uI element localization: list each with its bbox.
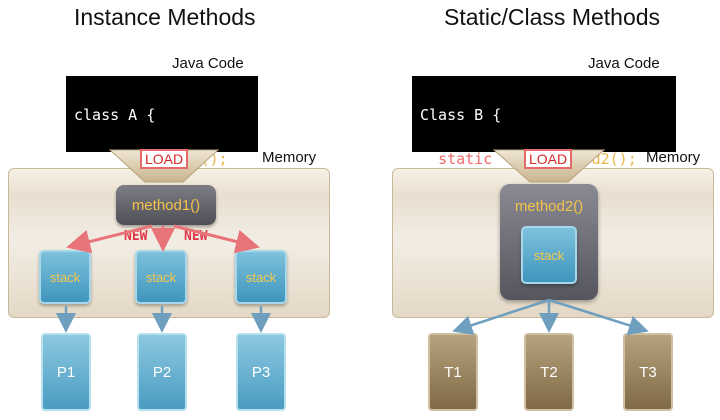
- thread-t3: T3: [623, 333, 673, 411]
- left-stack-1: stack: [39, 250, 91, 304]
- static-methods-title: Static/Class Methods: [444, 4, 661, 30]
- method1-box: method1(): [116, 185, 216, 225]
- left-stack-2: stack: [135, 250, 187, 304]
- new-arrow-1: [66, 224, 153, 254]
- left-java-code-label: Java Code: [172, 55, 244, 72]
- instance-methods-title: Instance Methods: [74, 4, 256, 30]
- right-code-line-1: Class B {: [420, 106, 502, 124]
- left-stack-3: stack: [235, 250, 287, 304]
- right-code-block: Class B { static void method2(); }: [412, 76, 676, 212]
- left-load-label: LOAD: [140, 149, 188, 169]
- right-stack: stack: [521, 226, 577, 284]
- new-arrow-3: [173, 224, 260, 254]
- right-memory-label: Memory: [646, 149, 701, 166]
- thread-p3: P3: [236, 333, 286, 411]
- method2-box: method2() stack: [500, 184, 598, 300]
- t3-arrow: [548, 298, 649, 336]
- thread-t2: T2: [524, 333, 574, 411]
- left-code-line-1: class A {: [74, 106, 156, 124]
- right-java-code-label: Java Code: [588, 55, 660, 72]
- thread-p1: P1: [41, 333, 91, 411]
- thread-t1: T1: [428, 333, 478, 411]
- left-memory-label: Memory: [262, 149, 317, 166]
- method2-label: method2(): [514, 198, 584, 215]
- right-load-label: LOAD: [524, 149, 572, 169]
- t1-arrow: [452, 298, 550, 335]
- thread-p2: P2: [137, 333, 187, 411]
